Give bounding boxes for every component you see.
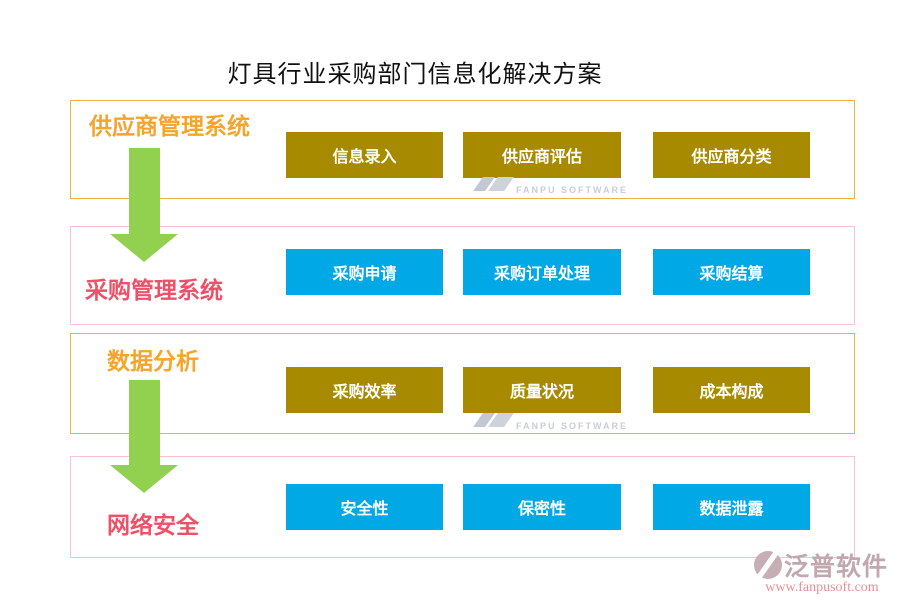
down-arrow-icon bbox=[110, 148, 178, 262]
section-supplier-management-system: 供应商管理系统 信息录入 供应商评估 供应商分类 bbox=[70, 100, 855, 199]
node-supplier-classification[interactable]: 供应商分类 bbox=[653, 132, 810, 178]
section-network-security: 网络安全 安全性 保密性 数据泄露 bbox=[70, 456, 855, 558]
brand-name: 泛普软件 bbox=[784, 553, 889, 581]
watermark-text: FANPU SOFTWARE bbox=[516, 185, 629, 195]
section-label: 供应商管理系统 bbox=[89, 114, 250, 139]
node-purchase-request[interactable]: 采购申请 bbox=[286, 249, 443, 295]
fanpu-logo-icon bbox=[473, 413, 514, 432]
node-procurement-efficiency[interactable]: 采购效率 bbox=[286, 367, 443, 413]
node-supplier-evaluation[interactable]: 供应商评估 bbox=[463, 132, 621, 178]
brand-footer: 泛普软件 bbox=[754, 547, 888, 583]
page-title: 灯具行业采购部门信息化解决方案 bbox=[227, 62, 603, 88]
arrow-shaft bbox=[129, 380, 160, 465]
node-purchase-order-processing[interactable]: 采购订单处理 bbox=[463, 249, 621, 295]
section-label: 数据分析 bbox=[107, 349, 199, 374]
node-purchase-settlement[interactable]: 采购结算 bbox=[653, 249, 810, 295]
section-data-analysis: 数据分析 采购效率 质量状况 成本构成 bbox=[70, 333, 855, 434]
fanpu-logo-icon bbox=[473, 177, 514, 196]
node-confidentiality[interactable]: 保密性 bbox=[463, 484, 621, 530]
section-label: 采购管理系统 bbox=[85, 278, 223, 303]
fanpu-logo-icon bbox=[754, 551, 782, 579]
section-label: 网络安全 bbox=[107, 513, 199, 538]
node-data-leak[interactable]: 数据泄露 bbox=[653, 484, 810, 530]
arrow-head bbox=[110, 234, 178, 262]
watermark-text: FANPU SOFTWARE bbox=[516, 421, 629, 431]
node-cost-composition[interactable]: 成本构成 bbox=[653, 367, 810, 413]
watermark: FANPU SOFTWARE bbox=[473, 413, 629, 432]
watermark: FANPU SOFTWARE bbox=[473, 177, 629, 196]
node-info-entry[interactable]: 信息录入 bbox=[286, 132, 443, 178]
section-procurement-management-system: 采购管理系统 采购申请 采购订单处理 采购结算 bbox=[70, 226, 855, 325]
down-arrow-icon bbox=[110, 380, 178, 493]
node-security[interactable]: 安全性 bbox=[286, 484, 443, 530]
brand-url: www.fanpusoft.com bbox=[765, 580, 879, 595]
node-quality-status[interactable]: 质量状况 bbox=[463, 367, 621, 413]
arrow-shaft bbox=[129, 148, 160, 234]
arrow-head bbox=[110, 465, 178, 493]
